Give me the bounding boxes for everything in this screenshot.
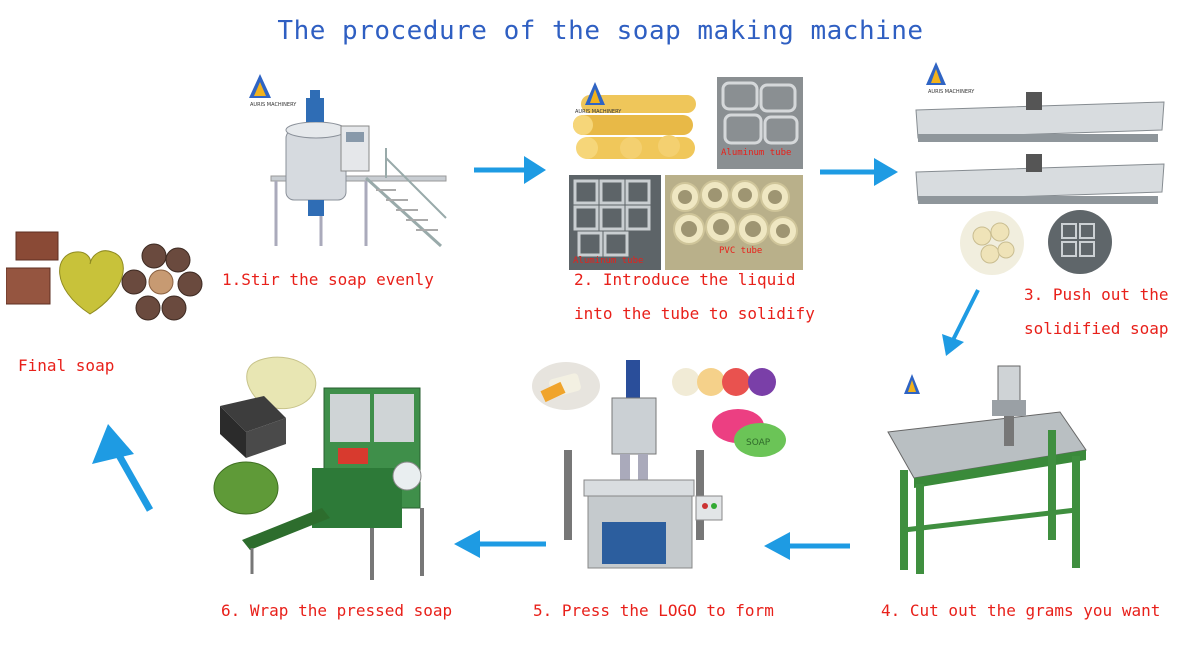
step1-caption: 1.Stir the soap evenly (222, 270, 434, 289)
step6-caption: 6. Wrap the pressed soap (221, 601, 453, 620)
brand-logo (249, 74, 271, 98)
arrow-step6-to-final (92, 424, 154, 512)
step5-press-machine-illustration: SOAP (528, 356, 790, 586)
arrow-step2-to-step3 (820, 158, 898, 186)
photo-label-pvc: PVC tube (719, 246, 762, 256)
step3-caption-line1: 3. Push out the (1024, 285, 1169, 304)
step2-caption-line2: into the tube to solidify (574, 304, 815, 323)
photo-label-aluminum-bottom: Aluminum tube (573, 256, 643, 266)
brand-logo-text-2: AURIS MACHINERY (575, 109, 622, 115)
final-soap-caption: Final soap (18, 356, 115, 375)
soap-logs (573, 95, 696, 159)
arrow-step3-to-step4 (942, 289, 980, 356)
step4-caption: 4. Cut out the grams you want (881, 601, 1161, 620)
step6-wrapping-machine-illustration (212, 348, 442, 584)
brand-logo-text: AURIS MACHINERY (250, 102, 297, 108)
final-soap-illustration (5, 222, 206, 346)
step3-caption-line2: solidified soap (1024, 319, 1169, 338)
step3-push-out-illustration: AURIS MACHINERY (912, 58, 1170, 278)
step2-caption-line1: 2. Introduce the liquid (574, 270, 796, 289)
arrow-step4-to-step5 (764, 532, 850, 560)
arrow-step1-to-step2 (474, 156, 546, 184)
photo-label-aluminum-top: Aluminum tube (721, 148, 791, 158)
step1-mixing-tank-illustration: AURIS MACHINERY (246, 68, 451, 253)
brand-logo-text-3: AURIS MACHINERY (928, 89, 975, 95)
soap-stamp-text: SOAP (746, 438, 771, 448)
page-title: The procedure of the soap making machine (277, 16, 924, 46)
step4-cutting-machine-illustration (880, 360, 1094, 580)
step2-tubes-illustration: AURIS MACHINERY Aluminum tube Aluminum t… (569, 77, 803, 270)
arrow-step5-to-step6 (454, 530, 546, 558)
step5-caption: 5. Press the LOGO to form (533, 601, 774, 620)
